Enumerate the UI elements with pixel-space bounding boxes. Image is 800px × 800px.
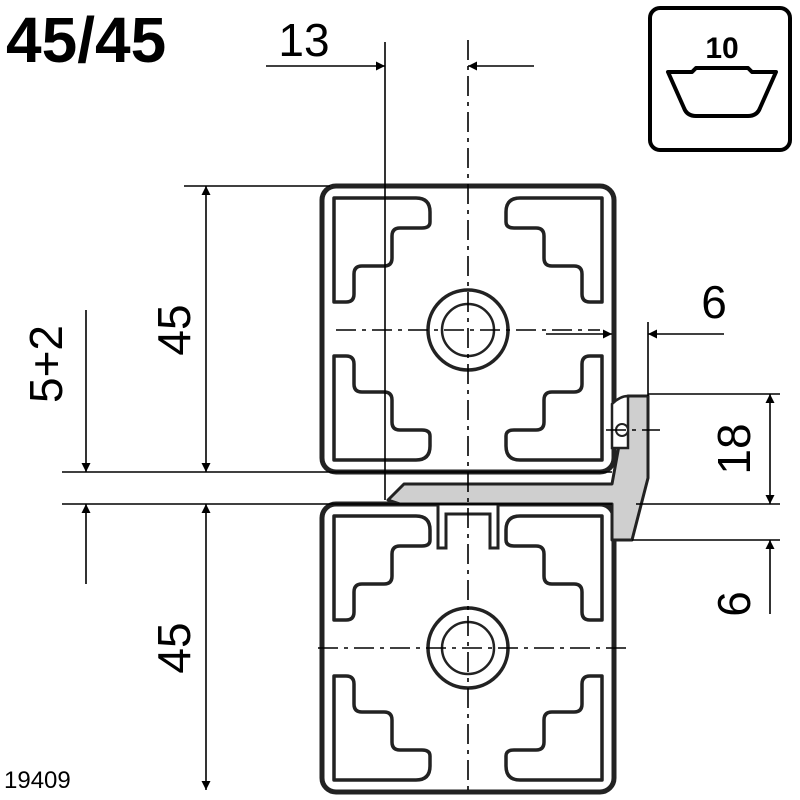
dimension-6-bottom: 6 [708,540,775,617]
dimension-45-lower-label: 45 [148,622,200,673]
dimension-6-width-label: 6 [701,276,727,328]
dimension-18-label: 18 [708,423,760,474]
dimension-5-plus-2-label: 5+2 [20,325,72,403]
centerlines [318,40,660,790]
dimension-6-bottom-label: 6 [708,591,760,617]
slot-profile-icon [666,66,778,118]
dimension-6-width: 6 [546,276,727,339]
dimension-13-label: 13 [278,14,329,66]
dimension-5-plus-2: 5+2 [20,310,91,584]
slot-width-label: 10 [705,32,738,65]
profile-title: 45/45 [6,4,166,76]
extension-lines [62,42,780,541]
dimension-45-lower: 45 [148,504,211,790]
dimension-45-upper: 45 [148,186,211,472]
drawing-number: 19409 [4,767,71,794]
slot-icon-box: 10 [648,6,792,152]
dimension-18: 18 [708,394,775,504]
dimension-13: 13 [266,14,534,71]
dimension-45-upper-label: 45 [148,304,200,355]
